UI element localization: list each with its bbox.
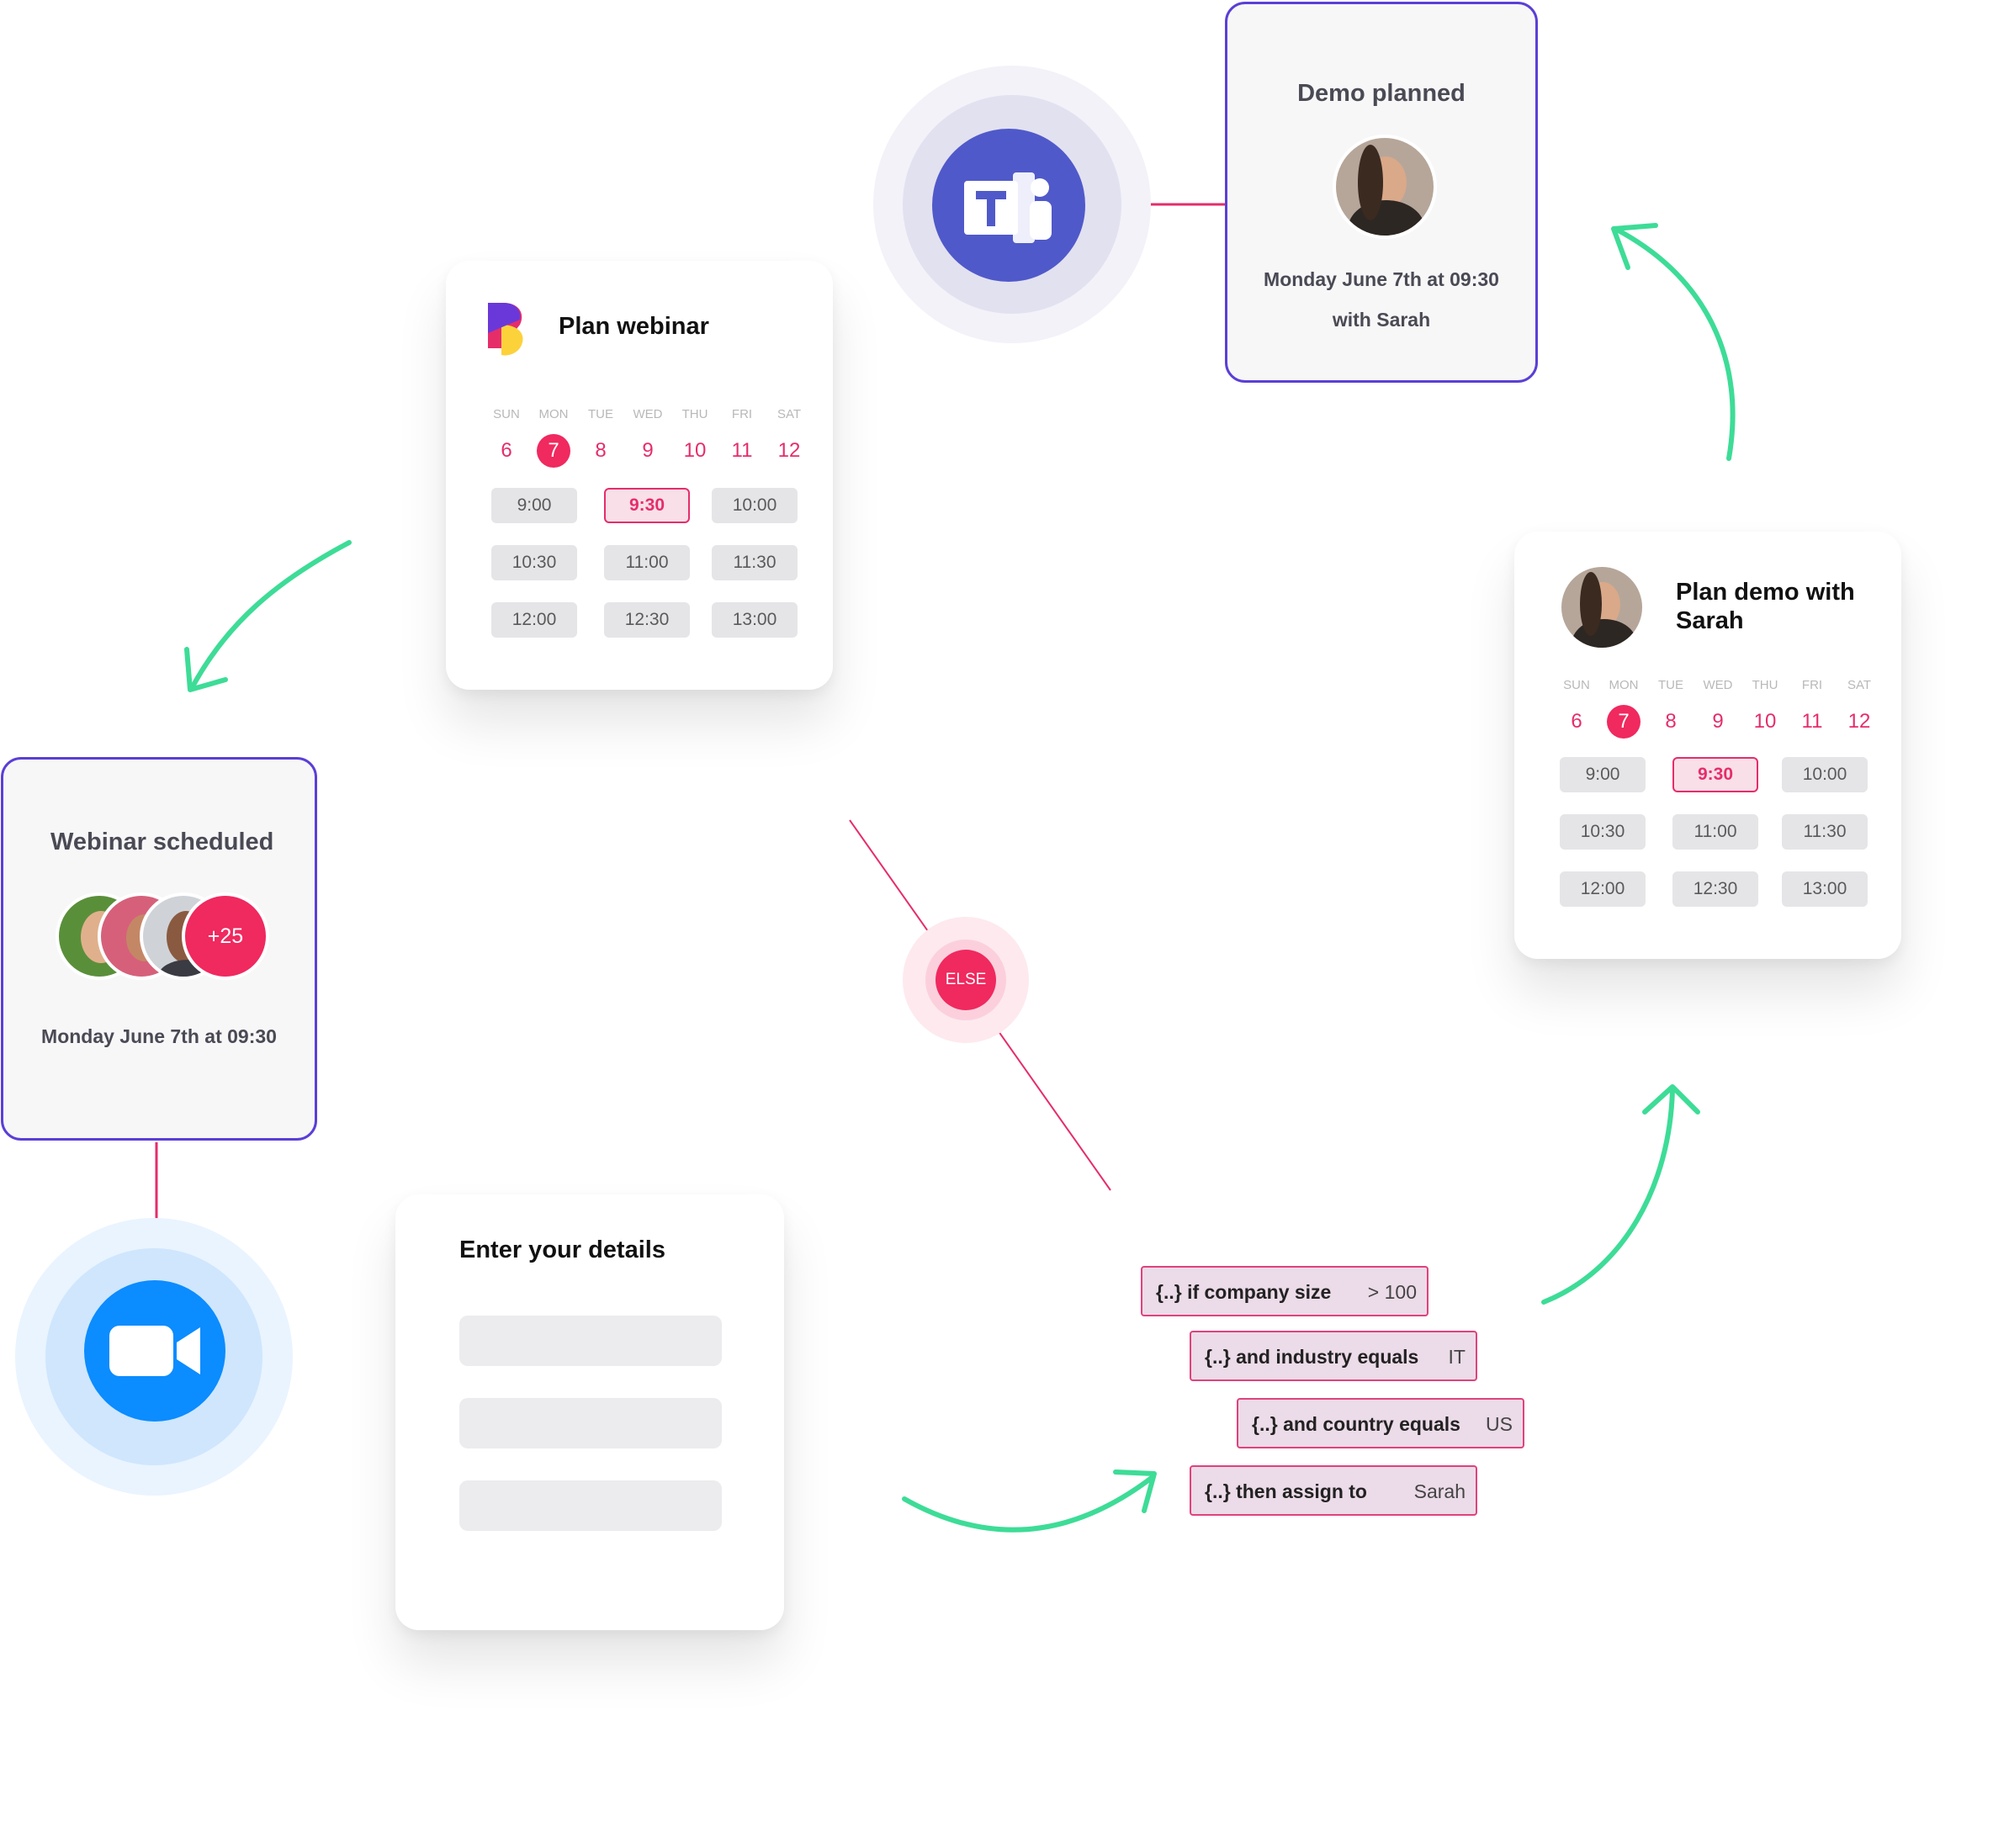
calendar-day[interactable]: 12 xyxy=(1847,710,1871,733)
time-slot[interactable]: 9:00 xyxy=(491,488,577,523)
demo-planned-card: Demo planned Monday June 7th at 09:30 wi… xyxy=(1225,2,1538,383)
rule-value: > 100 xyxy=(1367,1281,1417,1303)
rule-chip-country[interactable]: {..} and country equals US xyxy=(1237,1398,1524,1448)
time-slot[interactable]: 10:30 xyxy=(491,545,577,580)
time-slot[interactable]: 10:30 xyxy=(1560,814,1646,850)
day-name: THU xyxy=(1752,678,1778,692)
plan-demo-card: Plan demo with Sarah SUN MON TUE WED THU… xyxy=(1514,532,1901,959)
plan-demo-title-line1: Plan demo with xyxy=(1676,579,1855,606)
enter-details-card: Enter your details xyxy=(395,1194,784,1630)
rule-label: {..} then assign to xyxy=(1205,1480,1367,1502)
time-slot[interactable]: 10:00 xyxy=(712,488,798,523)
day-name: TUE xyxy=(1658,678,1683,692)
arrow-to-webinar-scheduled xyxy=(189,540,352,691)
rule-label: {..} and industry equals xyxy=(1205,1346,1419,1368)
rule-label: {..} if company size xyxy=(1156,1281,1332,1303)
calendar-day[interactable]: 11 xyxy=(731,439,753,462)
rule-value: IT xyxy=(1448,1346,1466,1368)
day-name: THU xyxy=(681,407,708,421)
time-slot[interactable]: 9:00 xyxy=(1560,757,1646,792)
day-name: TUE xyxy=(588,407,613,421)
arrow-to-plan-demo xyxy=(1541,1087,1675,1305)
details-input-field[interactable] xyxy=(459,1316,722,1366)
calendar-day[interactable]: 10 xyxy=(1753,710,1777,733)
rule-label: {..} and country equals xyxy=(1252,1413,1460,1435)
rule-value: US xyxy=(1486,1413,1513,1435)
more-attendees-badge[interactable]: +25 xyxy=(182,892,269,980)
demo-planned-title: Demo planned xyxy=(1297,80,1466,107)
plan-webinar-title: Plan webinar xyxy=(559,313,709,340)
calendar-day[interactable]: 6 xyxy=(1571,710,1582,733)
day-name: FRI xyxy=(731,407,753,421)
enter-details-title: Enter your details xyxy=(459,1236,665,1263)
time-slot[interactable]: 12:00 xyxy=(1560,871,1646,907)
time-slot[interactable]: 12:00 xyxy=(491,602,577,638)
calendar-day[interactable]: 12 xyxy=(777,439,801,462)
more-attendees-count: +25 xyxy=(207,924,244,948)
day-name: MON xyxy=(538,407,569,421)
day-name: SAT xyxy=(777,407,802,421)
rule-chip-assign[interactable]: {..} then assign to Sarah xyxy=(1190,1465,1477,1516)
arrow-to-webinar-scheduled-head xyxy=(184,647,228,692)
time-slot-selected[interactable]: 9:30 xyxy=(1672,757,1758,792)
day-name: SUN xyxy=(493,407,520,421)
rule-chip-industry[interactable]: {..} and industry equals IT xyxy=(1190,1331,1477,1381)
else-node[interactable]: ELSE xyxy=(936,950,996,1010)
calendar-day[interactable]: 8 xyxy=(595,439,607,462)
calendar-day[interactable]: 8 xyxy=(1665,710,1677,733)
day-name: SUN xyxy=(1563,678,1590,692)
demo-planned-datetime: Monday June 7th at 09:30 xyxy=(1264,268,1499,290)
time-slot-selected[interactable]: 9:30 xyxy=(604,488,690,523)
details-input-field[interactable] xyxy=(459,1480,722,1531)
else-label: ELSE xyxy=(945,971,987,988)
microsoft-teams-icon[interactable] xyxy=(932,129,1085,282)
arrow-to-plan-demo-head xyxy=(1642,1084,1700,1115)
calendar-day[interactable]: 11 xyxy=(1801,710,1823,733)
day-name: WED xyxy=(1703,678,1733,692)
calendar-day-selected[interactable]: 7 xyxy=(1607,705,1641,739)
time-slot[interactable]: 10:00 xyxy=(1782,757,1868,792)
plan-demo-title-line2: Sarah xyxy=(1676,607,1744,634)
calendar-day[interactable]: 9 xyxy=(1712,710,1724,733)
arrow-to-rules xyxy=(902,1475,1155,1533)
zoom-video-icon[interactable] xyxy=(84,1280,225,1422)
day-name: SAT xyxy=(1847,678,1872,692)
rule-chip-company-size[interactable]: {..} if company size > 100 xyxy=(1141,1266,1428,1316)
day-name: MON xyxy=(1609,678,1639,692)
plan-webinar-card: Plan webinar SUN MON TUE WED THU FRI SAT… xyxy=(446,261,833,690)
details-input-field[interactable] xyxy=(459,1398,722,1448)
webinar-scheduled-card: Webinar scheduled +25 Monday June 7th at… xyxy=(1,757,317,1141)
time-slot[interactable]: 11:30 xyxy=(1782,814,1868,850)
rule-value: Sarah xyxy=(1413,1480,1466,1502)
time-slot[interactable]: 11:00 xyxy=(1672,814,1758,850)
time-slot[interactable]: 12:30 xyxy=(1672,871,1758,907)
calendar-day[interactable]: 9 xyxy=(642,439,654,462)
calendar-day-selected[interactable]: 7 xyxy=(537,434,570,468)
time-slot[interactable]: 11:00 xyxy=(604,545,690,580)
calendar-day[interactable]: 6 xyxy=(501,439,512,462)
time-slot[interactable]: 13:00 xyxy=(1782,871,1868,907)
time-slot[interactable]: 12:30 xyxy=(604,602,690,638)
calendar-day[interactable]: 10 xyxy=(683,439,707,462)
demo-planned-with: with Sarah xyxy=(1332,309,1431,331)
webinar-scheduled-datetime: Monday June 7th at 09:30 xyxy=(41,1025,277,1047)
sarah-avatar xyxy=(1558,564,1646,651)
arrow-to-demo-planned xyxy=(1613,226,1736,461)
time-slot[interactable]: 13:00 xyxy=(712,602,798,638)
day-name: WED xyxy=(633,407,663,421)
arrow-to-demo-planned-head xyxy=(1611,223,1658,270)
brand-logo-icon xyxy=(483,299,528,358)
day-name: FRI xyxy=(1801,678,1823,692)
webinar-scheduled-title: Webinar scheduled xyxy=(50,829,274,855)
arrow-to-rules-head xyxy=(1113,1469,1157,1513)
sarah-avatar xyxy=(1333,135,1437,239)
time-slot[interactable]: 11:30 xyxy=(712,545,798,580)
